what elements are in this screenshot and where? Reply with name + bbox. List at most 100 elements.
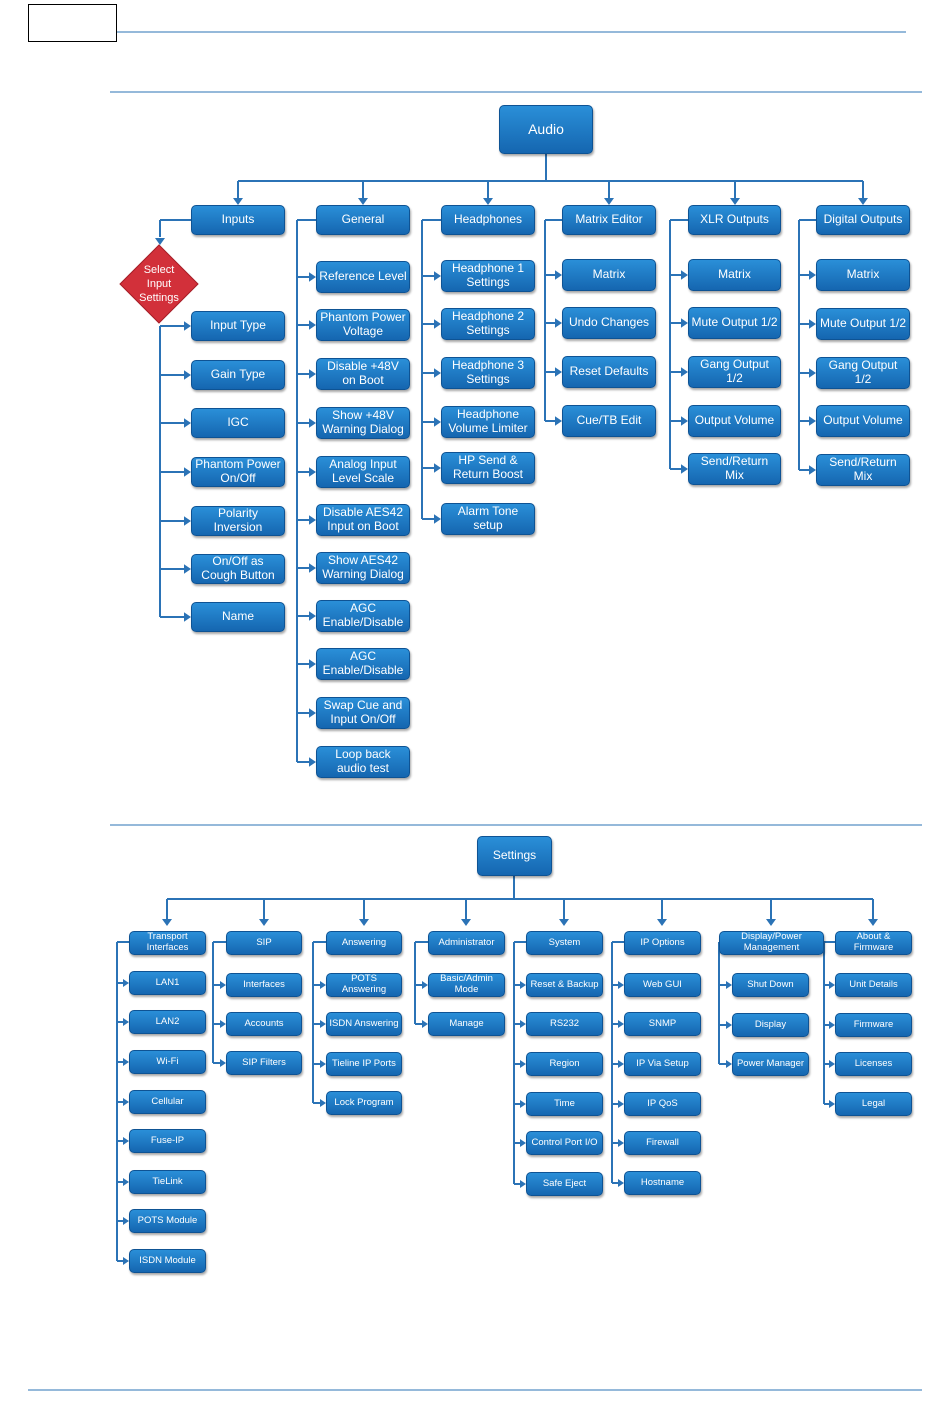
arrow-head: [829, 1021, 835, 1029]
settings-answering-item-tieline-ip-ports: Tieline IP Ports: [326, 1052, 402, 1076]
arrow-head: [309, 369, 316, 379]
arrow-head: [829, 1100, 835, 1108]
page-header-box: [28, 4, 117, 42]
settings-answering-item-isdn-answering: ISDN Answering: [326, 1012, 402, 1036]
arrow-head: [220, 1059, 226, 1067]
settings-sip-item-interfaces: Interfaces: [226, 973, 302, 997]
audio-inputs-item-name: Name: [191, 602, 285, 632]
arrow-head: [434, 271, 441, 281]
settings-ip-options-item-ip-via-setup: IP Via Setup: [624, 1052, 701, 1076]
settings-answering-item-lock-program: Lock Program: [326, 1091, 402, 1115]
arrow-head: [309, 757, 316, 767]
arrow-head: [320, 1020, 326, 1028]
arrow-head: [359, 919, 369, 926]
settings-root-node: Settings: [477, 836, 552, 876]
settings-administrator-item-manage: Manage: [428, 1012, 505, 1036]
settings-transport-interfaces-item-lan2: LAN2: [129, 1010, 206, 1034]
arrow-head: [681, 270, 688, 280]
arrow-head: [618, 1100, 624, 1108]
arrow-head: [309, 515, 316, 525]
audio-headphones-item-headphone-2-settings: Headphone 2 Settings: [441, 308, 535, 340]
arrow-head: [555, 318, 562, 328]
audio-inputs-item-gain-type: Gain Type: [191, 360, 285, 390]
arrow-head: [184, 418, 191, 428]
audio-general-item-show-48v-warning-dialog: Show +48V Warning Dialog: [316, 407, 410, 439]
arrow-head: [155, 238, 165, 245]
settings-about-firmware-item-firmware: Firmware: [835, 1013, 912, 1037]
settings-display-power-management-item-display: Display: [732, 1013, 809, 1037]
settings-transport-interfaces-item-wi-fi: Wi-Fi: [129, 1050, 206, 1074]
arrow-head: [184, 564, 191, 574]
arrow-head: [559, 919, 569, 926]
audio-headphones-item-headphone-volume-limiter: Headphone Volume Limiter: [441, 406, 535, 438]
arrow-head: [309, 611, 316, 621]
settings-ip-options-item-ip-qos: IP QoS: [624, 1092, 701, 1116]
arrow-head: [809, 270, 816, 280]
audio-digital-outputs-item-output-volume: Output Volume: [816, 405, 910, 437]
arrow-head: [681, 367, 688, 377]
arrow-head: [520, 1020, 526, 1028]
arrow-head: [184, 516, 191, 526]
audio-xlr-outputs-item-output-volume: Output Volume: [688, 405, 781, 437]
settings-administrator-item-basic-admin-mode: Basic/Admin Mode: [428, 973, 505, 997]
arrow-head: [461, 919, 471, 926]
settings-category-display-power-management: Display/Power Management: [719, 931, 824, 955]
settings-ip-options-item-web-gui: Web GUI: [624, 973, 701, 997]
settings-system-item-reset-backup: Reset & Backup: [526, 973, 603, 997]
arrow-head: [434, 463, 441, 473]
settings-about-firmware-item-licenses: Licenses: [835, 1052, 912, 1076]
audio-xlr-outputs-item-send-return-mix: Send/Return Mix: [688, 453, 781, 485]
decision-label: Select Input Settings: [139, 263, 179, 305]
audio-xlr-outputs-item-gang-output-1-2: Gang Output 1/2: [688, 356, 781, 388]
settings-about-firmware-item-unit-details: Unit Details: [835, 973, 912, 997]
settings-transport-interfaces-item-tielink: TieLink: [129, 1170, 206, 1194]
arrow-head: [184, 370, 191, 380]
settings-transport-interfaces-item-cellular: Cellular: [129, 1090, 206, 1114]
arrow-head: [726, 981, 732, 989]
arrow-head: [123, 979, 129, 987]
audio-inputs-item-input-type: Input Type: [191, 311, 285, 341]
audio-inputs-item-phantom-power-on-off: Phantom Power On/Off: [191, 457, 285, 487]
arrow-head: [309, 272, 316, 282]
audio-general-item-swap-cue-and-input-on-off: Swap Cue and Input On/Off: [316, 697, 410, 729]
arrow-head: [162, 919, 172, 926]
arrow-head: [555, 416, 562, 426]
audio-matrix-editor-item-undo-changes: Undo Changes: [562, 307, 656, 339]
arrow-head: [434, 417, 441, 427]
audio-general-item-disable-48v-on-boot: Disable +48V on Boot: [316, 358, 410, 390]
arrow-head: [309, 708, 316, 718]
arrow-head: [320, 981, 326, 989]
arrow-head: [726, 1060, 732, 1068]
audio-headphones-item-headphone-1-settings: Headphone 1 Settings: [441, 260, 535, 292]
audio-headphones-item-hp-send-return-boost: HP Send & Return Boost: [441, 452, 535, 484]
select-input-settings-decision: Select Input Settings: [118, 243, 200, 325]
arrow-head: [309, 418, 316, 428]
audio-category-xlr-outputs: XLR Outputs: [688, 205, 781, 235]
audio-general-item-agc-enable-disable: AGC Enable/Disable: [316, 600, 410, 632]
settings-transport-interfaces-item-isdn-module: ISDN Module: [129, 1249, 206, 1273]
arrow-head: [618, 1139, 624, 1147]
arrow-head: [123, 1217, 129, 1225]
arrow-head: [434, 514, 441, 524]
audio-inputs-item-polarity-inversion: Polarity Inversion: [191, 506, 285, 536]
arrow-head: [309, 563, 316, 573]
settings-ip-options-item-hostname: Hostname: [624, 1171, 701, 1195]
audio-category-digital-outputs: Digital Outputs: [816, 205, 910, 235]
arrow-head: [358, 198, 368, 205]
settings-category-about-firmware: About & Firmware: [835, 931, 912, 955]
audio-xlr-outputs-item-matrix: Matrix: [688, 259, 781, 291]
arrow-head: [422, 1020, 428, 1028]
settings-ip-options-item-snmp: SNMP: [624, 1012, 701, 1036]
audio-digital-outputs-item-matrix: Matrix: [816, 259, 910, 291]
arrow-head: [123, 1058, 129, 1066]
arrow-head: [520, 1100, 526, 1108]
arrow-head: [259, 919, 269, 926]
arrow-head: [320, 1099, 326, 1107]
audio-matrix-editor-item-cue-tb-edit: Cue/TB Edit: [562, 405, 656, 437]
arrow-head: [483, 198, 493, 205]
audio-digital-outputs-item-gang-output-1-2: Gang Output 1/2: [816, 357, 910, 389]
arrow-head: [123, 1098, 129, 1106]
audio-general-item-disable-aes42-input-on-boot: Disable AES42 Input on Boot: [316, 504, 410, 536]
arrow-head: [618, 1179, 624, 1187]
audio-category-headphones: Headphones: [441, 205, 535, 235]
